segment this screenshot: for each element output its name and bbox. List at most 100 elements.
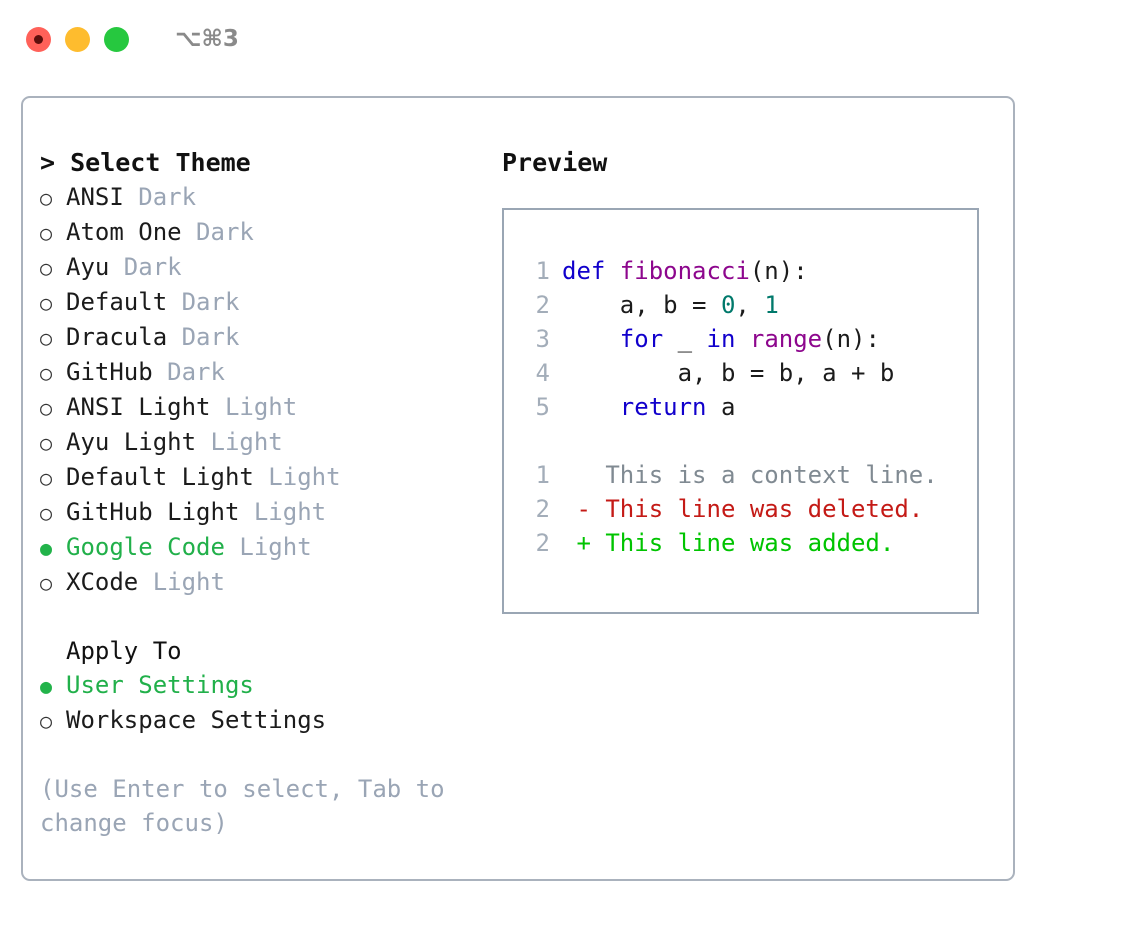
theme-option[interactable]: ○ Ayu Dark: [40, 250, 502, 285]
code-token-pl: (n):: [822, 325, 880, 353]
spacer-2: [40, 738, 502, 772]
theme-option-kind: Dark: [152, 358, 225, 386]
radio-selected-icon: ●: [40, 674, 53, 698]
code-token-pl: [735, 325, 749, 353]
diff-line-number: 2: [535, 495, 550, 523]
apply-to-option[interactable]: ● User Settings: [40, 668, 502, 703]
apply-to-option-label: Workspace Settings: [66, 706, 327, 734]
code-token-pl: (n):: [749, 257, 808, 285]
minimize-button[interactable]: [65, 26, 90, 52]
theme-option-label: ANSI: [66, 183, 124, 211]
theme-option-label: Default Light: [66, 463, 254, 491]
window-controls: [26, 26, 129, 52]
theme-option[interactable]: ○ ANSI Light Light: [40, 390, 502, 425]
code-line-text: def fibonacci(n):: [562, 254, 808, 288]
radio-unselected-icon: ○: [40, 221, 53, 245]
diff-line-text-ctx: This is a context line.: [562, 461, 938, 489]
theme-option-label: XCode: [66, 568, 139, 596]
theme-option[interactable]: ○Ayu Light Light: [40, 425, 502, 460]
theme-option-kind: Light: [253, 463, 341, 491]
diff-line: 2 - This line was deleted.: [522, 492, 977, 526]
code-line: 4 a, b = b, a + b: [522, 356, 977, 390]
theme-picker-column: > Select Theme ○ANSI Dark○Atom One Dark○…: [40, 146, 502, 840]
theme-option-kind: Dark: [109, 253, 182, 281]
apply-to-option-label: User Settings: [66, 671, 254, 699]
diff-line: 1 This is a context line.: [522, 458, 977, 492]
theme-option-label: GitHub Light: [66, 498, 240, 526]
theme-option[interactable]: ● Google Code Light: [40, 530, 502, 565]
radio-unselected-icon: ○: [40, 431, 53, 455]
code-line: 1 def fibonacci(n):: [522, 254, 977, 288]
theme-option[interactable]: ○ANSI Dark: [40, 180, 502, 215]
keyboard-hint-text: (Use Enter to select, Tab to change focu…: [40, 775, 460, 837]
radio-selected-icon: ●: [40, 536, 53, 560]
diff-line-number: 1: [535, 461, 550, 489]
code-line-text: a, b = b, a + b: [562, 356, 895, 390]
theme-option[interactable]: ○Dracula Dark: [40, 320, 502, 355]
theme-option-label: Ayu Light: [66, 428, 197, 456]
theme-option-label: Google Code: [66, 533, 225, 561]
line-number: 1: [535, 257, 550, 285]
theme-option[interactable]: ○Default Light Light: [40, 460, 502, 495]
code-line-text: a, b = 0, 1: [562, 288, 779, 322]
apply-to-heading: Apply To: [66, 637, 182, 665]
line-number: 4: [535, 359, 550, 387]
code-line-text: return a: [562, 390, 736, 424]
code-token-kw: return: [619, 393, 707, 421]
code-token-pl: a: [706, 393, 736, 421]
title-bar: ⌥⌘3: [0, 0, 1140, 78]
select-theme-heading: > Select Theme: [40, 148, 251, 177]
theme-option-label: Atom One: [66, 218, 182, 246]
keyboard-shortcut-label: ⌥⌘3: [175, 26, 239, 52]
code-token-kw: def: [562, 257, 620, 285]
code-spacer: [522, 424, 977, 458]
diff-line-number: 2: [535, 529, 550, 557]
code-token-pl: a, b = b, a + b: [562, 359, 895, 387]
theme-option[interactable]: ○ GitHub Light Light: [40, 495, 502, 530]
code-token-fn: range: [749, 325, 823, 353]
code-line-text: for _ in range(n):: [562, 322, 880, 356]
radio-unselected-icon: ○: [40, 396, 53, 420]
radio-unselected-icon: ○: [40, 709, 53, 733]
close-button[interactable]: [26, 26, 51, 52]
main-panel: > Select Theme ○ANSI Dark○Atom One Dark○…: [21, 96, 1015, 881]
line-number: 2: [535, 291, 550, 319]
theme-option-kind: Light: [210, 393, 298, 421]
theme-option[interactable]: ○ Atom One Dark: [40, 215, 502, 250]
theme-option-label: Default: [66, 288, 168, 316]
apply-to-option[interactable]: ○ Workspace Settings: [40, 703, 502, 738]
preview-heading: Preview: [502, 148, 608, 177]
theme-option-kind: Dark: [123, 183, 197, 211]
theme-option-kind: Light: [224, 533, 312, 561]
line-number: 3: [535, 325, 550, 353]
code-token-pl: a, b =: [562, 291, 721, 319]
spacer: [40, 600, 502, 634]
diff-line: 2 + This line was added.: [522, 526, 977, 560]
theme-option-kind: Dark: [167, 323, 240, 351]
code-token-fn: fibonacci: [619, 257, 750, 285]
line-number: 5: [535, 393, 550, 421]
diff-line-text-del: - This line was deleted.: [562, 495, 924, 523]
diff-line-text-add: + This line was added.: [562, 529, 895, 557]
zoom-button[interactable]: [104, 26, 129, 52]
radio-unselected-icon: ○: [40, 256, 53, 280]
radio-unselected-icon: ○: [40, 501, 53, 525]
theme-list: ○ANSI Dark○Atom One Dark○Ayu Dark○Defaul…: [40, 180, 502, 600]
theme-option-kind: Dark: [181, 218, 254, 246]
code-token-kw: for: [619, 325, 664, 353]
code-token-num: 1: [764, 291, 779, 319]
theme-option-kind: Light: [239, 498, 327, 526]
theme-option-label: ANSI Light: [66, 393, 211, 421]
radio-unselected-icon: ○: [40, 291, 53, 315]
code-token-pl: [562, 325, 620, 353]
theme-option[interactable]: ○GitHub Dark: [40, 355, 502, 390]
code-line: 3 for _ in range(n):: [522, 322, 977, 356]
radio-unselected-icon: ○: [40, 361, 53, 385]
theme-option-label: Ayu: [66, 253, 110, 281]
theme-option[interactable]: ○Default Dark: [40, 285, 502, 320]
theme-option[interactable]: ○XCode Light: [40, 565, 502, 600]
